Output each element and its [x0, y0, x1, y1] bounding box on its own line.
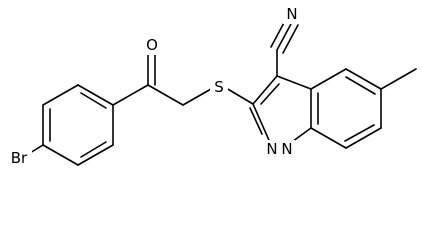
bond-s-c	[225, 87, 254, 105]
svg-text:S: S	[214, 78, 224, 96]
bond	[112, 84, 149, 106]
atom-label-ring-nitrogen-2: N	[279, 140, 295, 158]
svg-text:N: N	[281, 140, 292, 158]
ketone-linker	[112, 54, 254, 106]
bond-triple	[282, 24, 299, 54]
double-bond-inner	[80, 92, 107, 109]
double-bond-inner	[80, 141, 107, 158]
bromophenyl-ring	[42, 84, 114, 166]
atom-label-sulfur: S	[210, 78, 228, 97]
double-bond-inner	[345, 76, 376, 95]
atom-label-nitrile-nitrogen: N	[283, 5, 301, 24]
bond	[147, 84, 184, 106]
bond	[345, 127, 382, 149]
bond	[310, 68, 347, 90]
double-bond-inner	[260, 83, 280, 105]
pyridine-ring	[310, 68, 382, 149]
bond	[77, 84, 114, 106]
bond-triple	[276, 21, 293, 51]
svg-text:O: O	[146, 36, 158, 54]
bond	[42, 144, 79, 166]
bond-c-br	[29, 144, 44, 154]
bond-c-s	[182, 88, 212, 106]
bond	[252, 103, 273, 148]
double-bond-inner	[249, 107, 263, 135]
bond	[310, 127, 347, 149]
svg-text:Br: Br	[11, 149, 28, 167]
atom-label-ring-nitrogen-1: N	[264, 140, 280, 158]
svg-text:N: N	[286, 5, 297, 23]
nitrile-group	[270, 18, 299, 77]
pyrazole-ring	[249, 75, 312, 148]
atom-label-carbonyl-oxygen: O	[143, 36, 161, 55]
bond	[42, 84, 79, 106]
molecule-structure: Br O S N N N	[6, 5, 417, 168]
bond-methyl	[380, 68, 417, 90]
bond	[345, 68, 382, 90]
atom-label-bromine: Br	[6, 149, 32, 168]
double-bond-inner	[344, 124, 375, 142]
bond	[276, 75, 312, 90]
bond	[252, 75, 278, 105]
svg-text:N: N	[266, 140, 277, 158]
bond	[77, 144, 114, 166]
